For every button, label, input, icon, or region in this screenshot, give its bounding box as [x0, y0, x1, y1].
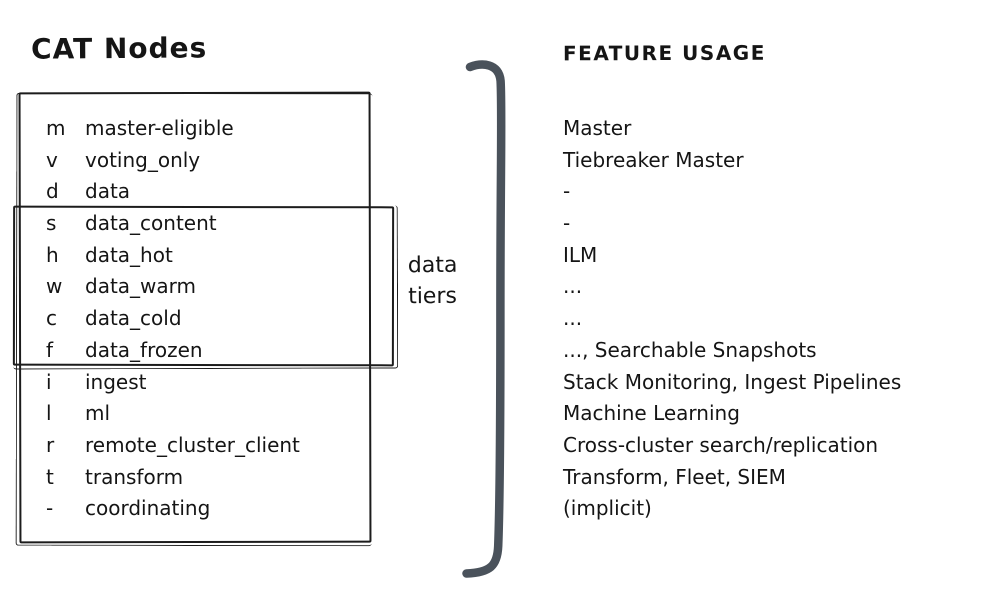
node-label: ingest	[85, 369, 147, 394]
node-key: f	[46, 337, 54, 362]
node-key: t	[46, 464, 54, 489]
node-key: h	[46, 242, 59, 267]
feature-row: Machine Learning	[563, 401, 740, 426]
node-label: voting_only	[85, 147, 201, 172]
node-label: data_hot	[85, 242, 173, 267]
page-title: CAT Nodes	[30, 31, 208, 66]
feature-row: Cross-cluster search/replication	[563, 432, 879, 457]
node-row: m master-eligible	[46, 113, 376, 145]
node-label: data_cold	[85, 306, 182, 331]
node-label: transform	[85, 464, 184, 489]
feature-row: ILM	[563, 242, 598, 267]
feature-row: ...	[563, 274, 583, 299]
feature-row: -	[563, 211, 571, 236]
node-key: c	[46, 306, 57, 331]
node-key: w	[46, 274, 63, 299]
node-row: c data_cold	[46, 303, 376, 335]
data-tiers-annotation-line1: data	[407, 252, 458, 279]
node-row: - coordinating	[46, 493, 376, 525]
data-tiers-annotation-line2: tiers	[408, 283, 458, 310]
node-key: d	[46, 179, 59, 204]
node-row: d data	[46, 176, 376, 208]
data-tiers-annotation: data tiers	[408, 250, 458, 312]
mapping-brace-icon	[462, 60, 506, 578]
feature-usage-title: FEATURE USAGE	[562, 40, 766, 66]
node-label: data	[85, 179, 131, 204]
node-key: m	[46, 116, 66, 140]
feature-row: Transform, Fleet, SIEM	[563, 464, 786, 489]
node-label: master-eligible	[85, 116, 234, 140]
feature-row: (implicit)	[563, 496, 652, 521]
node-label: remote_cluster_client	[85, 432, 300, 457]
feature-row: Stack Monitoring, Ingest Pipelines	[563, 369, 902, 394]
feature-row: -	[563, 179, 571, 204]
node-row: v voting_only	[46, 145, 376, 177]
node-key: r	[46, 432, 55, 457]
feature-row: ...	[563, 306, 583, 331]
node-row: i ingest	[46, 367, 376, 399]
feature-row: Tiebreaker Master	[563, 147, 744, 172]
node-key: v	[46, 147, 58, 172]
node-key: -	[46, 496, 54, 521]
node-label: coordinating	[85, 496, 211, 521]
node-row: h data_hot	[46, 240, 376, 272]
node-row: f data_frozen	[46, 335, 376, 367]
node-row: w data_warm	[46, 271, 376, 303]
feature-row: Master	[563, 116, 632, 140]
feature-row: ..., Searchable Snapshots	[563, 337, 817, 362]
node-label: data_warm	[85, 274, 197, 299]
node-key: s	[46, 211, 57, 236]
node-row: t transform	[46, 462, 376, 494]
node-key: l	[46, 401, 52, 426]
node-label: ml	[85, 401, 111, 426]
node-label: data_content	[85, 211, 217, 236]
node-label: data_frozen	[85, 337, 203, 362]
node-row: l ml	[46, 398, 376, 430]
node-row: s data_content	[46, 208, 376, 240]
node-key: i	[46, 369, 52, 394]
node-row: r remote_cluster_client	[46, 430, 376, 462]
